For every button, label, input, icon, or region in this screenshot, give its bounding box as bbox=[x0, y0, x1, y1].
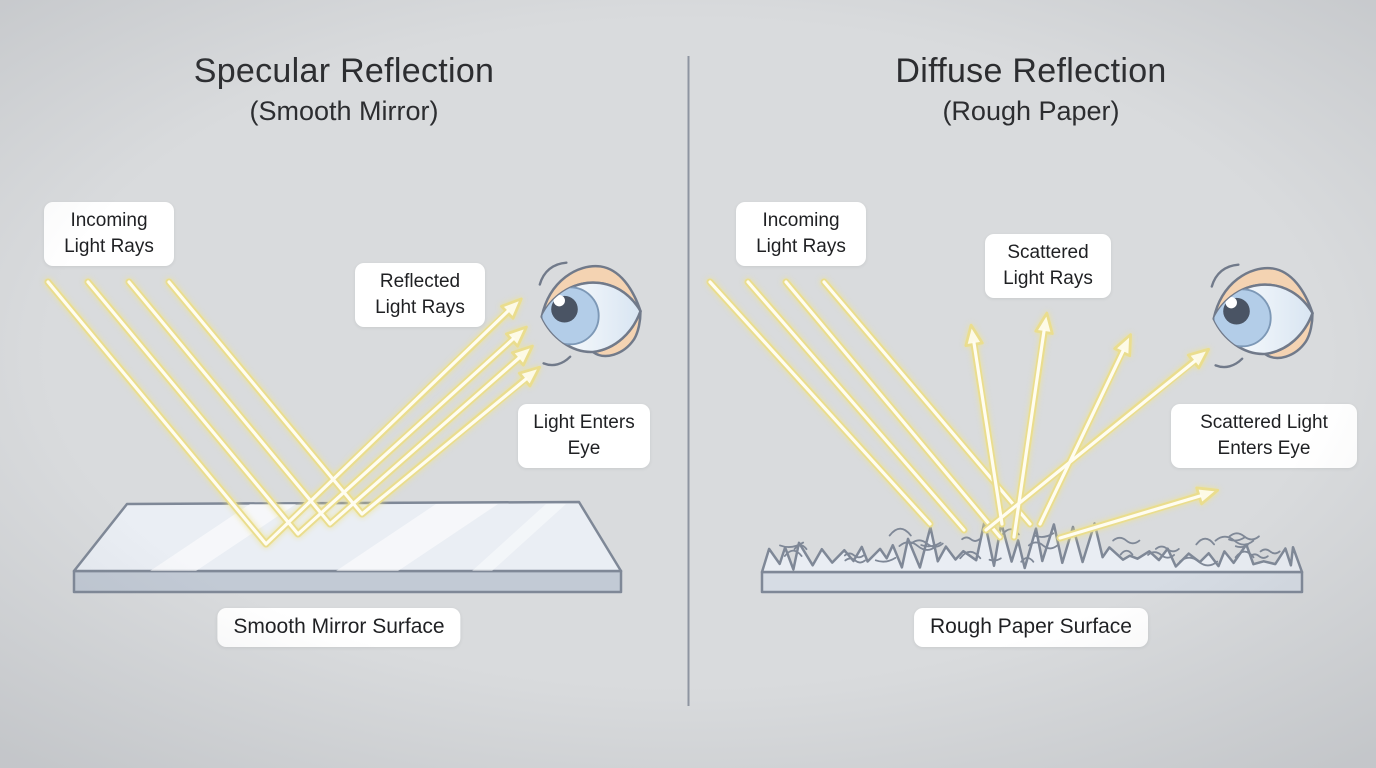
specular-rays bbox=[44, 278, 541, 548]
eye-icon-right bbox=[1212, 265, 1313, 367]
eye-icon-left bbox=[540, 263, 641, 365]
label-incoming-light-rays-right: Incoming Light Rays bbox=[736, 202, 866, 267]
mirror-graphic bbox=[72, 500, 623, 594]
right-panel-subtitle: (Rough Paper) bbox=[942, 96, 1120, 126]
left-panel-title-block: Specular Reflection (Smooth Mirror) bbox=[194, 52, 495, 127]
label-scattered-light-enters-eye: Scattered Light Enters Eye bbox=[1171, 404, 1357, 469]
label-scattered-light-rays: Scattered Light Rays bbox=[985, 234, 1111, 299]
left-panel-title: Specular Reflection bbox=[193, 52, 495, 90]
incoming-and-reflected-rays-left bbox=[44, 278, 541, 548]
label-rough-paper-surface: Rough Paper Surface bbox=[914, 608, 1148, 647]
left-panel-subtitle: (Smooth Mirror) bbox=[249, 96, 439, 126]
mirror-side-face bbox=[72, 569, 623, 594]
label-incoming-light-rays-left: Incoming Light Rays bbox=[44, 202, 174, 267]
label-light-enters-eye: Light Enters Eye bbox=[518, 404, 650, 469]
paper-bumpy-surface bbox=[760, 519, 1304, 574]
right-panel-title: Diffuse Reflection bbox=[895, 52, 1167, 90]
scattered-rays-right bbox=[964, 311, 1220, 542]
label-reflected-light-rays: Reflected Light Rays bbox=[355, 263, 485, 328]
label-smooth-mirror-surface: Smooth Mirror Surface bbox=[217, 608, 461, 647]
paper-base-strip bbox=[760, 570, 1304, 594]
diffuse-rays bbox=[706, 278, 1220, 542]
right-panel-title-block: Diffuse Reflection (Rough Paper) bbox=[895, 52, 1166, 127]
mirror-shine-streaks bbox=[150, 504, 566, 571]
rough-paper-graphic bbox=[760, 519, 1304, 594]
